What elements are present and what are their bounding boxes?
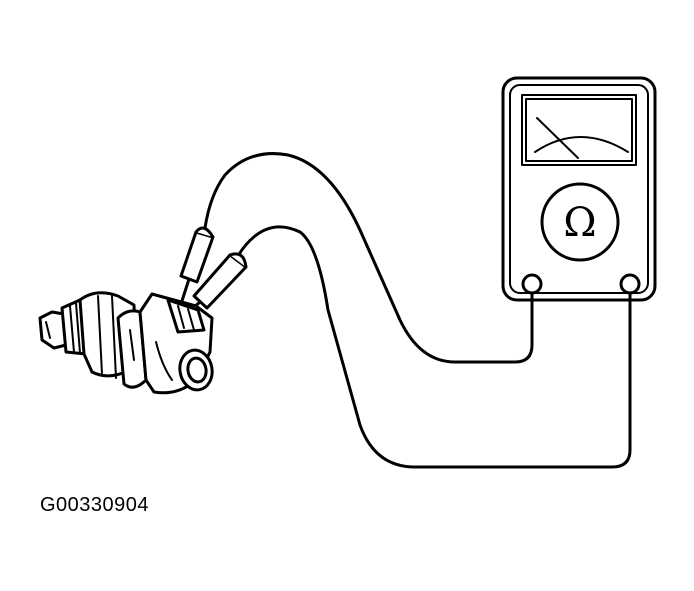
meter-display — [521, 94, 637, 166]
ohmmeter-bezel — [509, 84, 649, 294]
test-lead-right — [236, 225, 632, 469]
ohmmeter: Ω — [501, 76, 657, 302]
o-ring-rib-2 — [75, 302, 81, 354]
range-dial-knob — [540, 182, 620, 262]
probe-left-boot — [194, 226, 215, 238]
test-lead-left — [203, 152, 534, 364]
ohm-symbol: Ω — [563, 200, 596, 246]
housing-shade-1 — [155, 341, 173, 381]
probe-left-tip — [179, 277, 191, 306]
test-leads — [179, 152, 632, 469]
meter-needle — [536, 117, 579, 159]
connector-pin-2 — [187, 308, 195, 331]
connector-pin-1 — [177, 305, 185, 329]
connector-socket — [166, 298, 206, 334]
probe-right — [184, 252, 248, 316]
o-ring-rib-1 — [69, 305, 75, 353]
fuel-inlet-bore — [186, 356, 208, 384]
probe-left — [179, 226, 215, 306]
terminal-left — [521, 273, 543, 295]
meter-display-window — [521, 94, 637, 166]
meter-display-inner — [525, 98, 633, 162]
probe-left-handle — [179, 230, 215, 284]
terminal-right — [619, 273, 641, 295]
nozzle-detail — [45, 321, 51, 339]
range-dial: Ω — [540, 182, 620, 262]
body-seam-1 — [97, 295, 103, 375]
body-seam-2 — [111, 295, 117, 379]
fuel-injector — [38, 291, 214, 395]
probe-right-boot — [229, 252, 248, 268]
collar-shade — [129, 329, 135, 361]
figure-code: G00330904 — [40, 494, 150, 516]
meter-scale-arc — [534, 136, 629, 153]
